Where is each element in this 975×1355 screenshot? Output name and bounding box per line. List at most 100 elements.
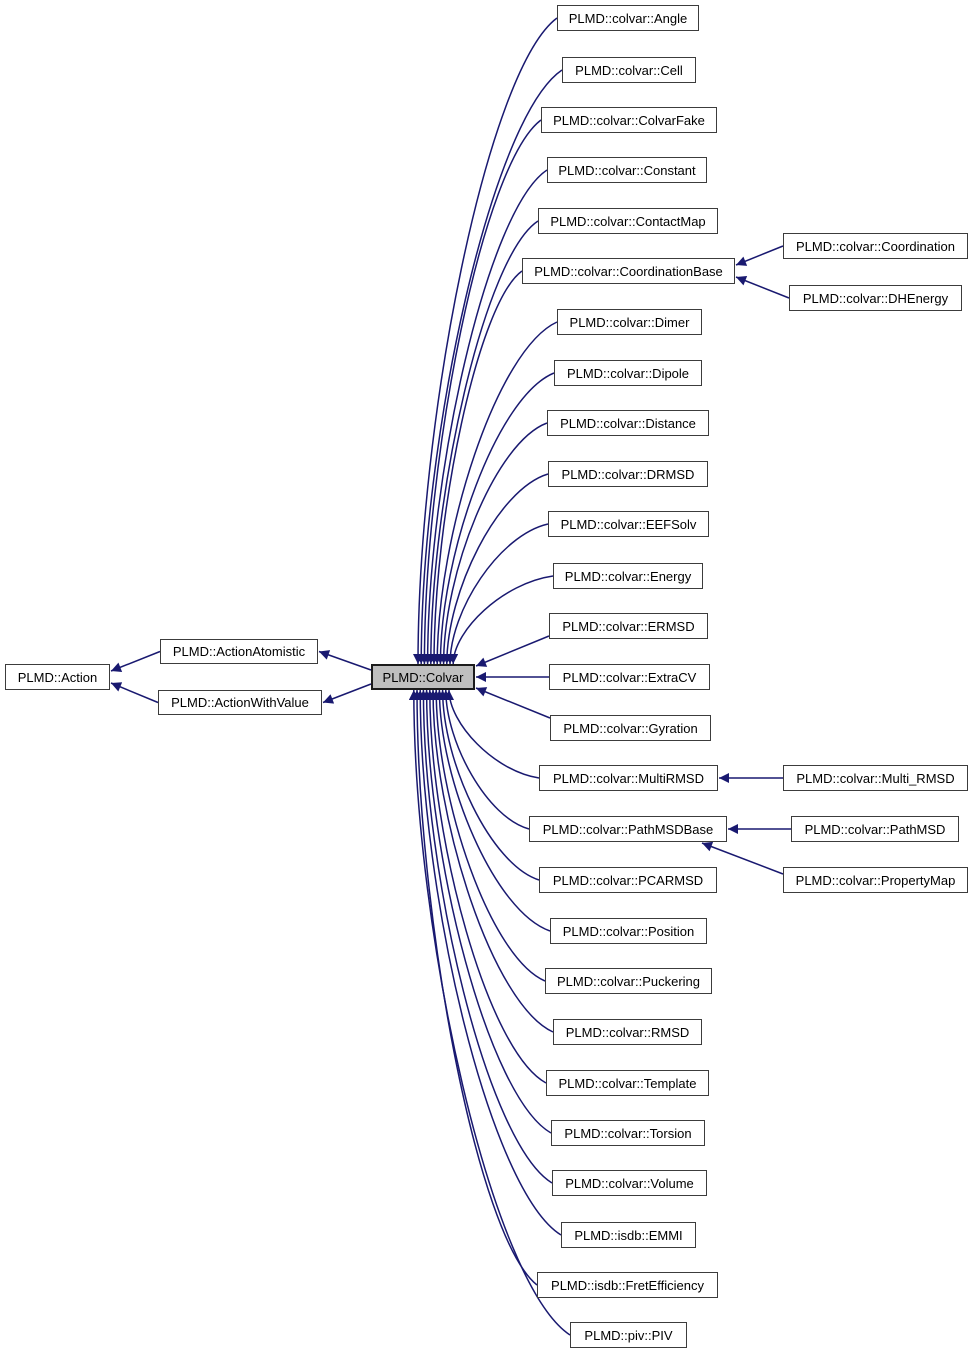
node-label-colvarfake: PLMD::colvar::ColvarFake [553, 112, 705, 128]
edge-puckering-to-colvar [431, 689, 546, 982]
edge-coordinationbase-to-colvar [429, 270, 523, 665]
node-label-constant: PLMD::colvar::Constant [558, 162, 696, 178]
node-actionwithvalue[interactable]: PLMD::ActionWithValue [158, 690, 322, 715]
edge-colvarfake-to-colvar [419, 119, 542, 665]
node-label-colvar: PLMD::Colvar [382, 669, 464, 685]
edge-multirmsd-to-colvar [444, 689, 540, 779]
node-label-drmsd: PLMD::colvar::DRMSD [561, 466, 695, 482]
node-emmi[interactable]: PLMD::isdb::EMMI [561, 1222, 696, 1248]
edge-energy-to-colvar [448, 575, 554, 665]
edge-torsion-to-colvar [421, 689, 552, 1134]
node-template[interactable]: PLMD::colvar::Template [546, 1070, 709, 1096]
edge-actionwithvalue-to-action [110, 682, 159, 704]
edge-dhenergy-to-coordinationbase [735, 276, 790, 299]
edge-drmsd-to-colvar [441, 473, 549, 665]
node-label-multi_rmsd: PLMD::colvar::Multi_RMSD [796, 770, 955, 786]
node-colvar: PLMD::Colvar [371, 664, 475, 690]
node-multi_rmsd[interactable]: PLMD::colvar::Multi_RMSD [783, 765, 968, 791]
node-coordinationbase[interactable]: PLMD::colvar::CoordinationBase [522, 258, 735, 284]
node-label-multirmsd: PLMD::colvar::MultiRMSD [553, 770, 704, 786]
node-label-dimer: PLMD::colvar::Dimer [569, 314, 690, 330]
node-drmsd[interactable]: PLMD::colvar::DRMSD [548, 461, 708, 487]
node-position[interactable]: PLMD::colvar::Position [550, 918, 707, 944]
node-angle[interactable]: PLMD::colvar::Angle [557, 5, 699, 31]
node-cell[interactable]: PLMD::colvar::Cell [562, 57, 696, 83]
edge-eefsolv-to-colvar [445, 523, 549, 665]
node-dipole[interactable]: PLMD::colvar::Dipole [554, 360, 702, 386]
edge-distance-to-colvar [438, 422, 548, 665]
node-label-piv: PLMD::piv::PIV [584, 1327, 673, 1343]
node-label-actionwithvalue: PLMD::ActionWithValue [171, 695, 309, 710]
edge-pathmsdbase-to-colvar [440, 689, 530, 830]
node-torsion[interactable]: PLMD::colvar::Torsion [551, 1120, 705, 1146]
node-volume[interactable]: PLMD::colvar::Volume [552, 1170, 707, 1196]
node-contactmap[interactable]: PLMD::colvar::ContactMap [538, 208, 718, 234]
edge-emmi-to-colvar [415, 689, 562, 1236]
node-colvarfake[interactable]: PLMD::colvar::ColvarFake [541, 107, 717, 133]
node-energy[interactable]: PLMD::colvar::Energy [553, 563, 703, 589]
node-rmsd[interactable]: PLMD::colvar::RMSD [553, 1019, 702, 1045]
node-label-propertymap: PLMD::colvar::PropertyMap [795, 872, 956, 888]
node-dhenergy[interactable]: PLMD::colvar::DHEnergy [789, 285, 962, 311]
node-label-distance: PLMD::colvar::Distance [560, 415, 696, 431]
node-label-coordinationbase: PLMD::colvar::CoordinationBase [534, 263, 723, 279]
edge-volume-to-colvar [418, 689, 553, 1184]
node-label-template: PLMD::colvar::Template [558, 1075, 697, 1091]
edge-gyration-to-colvar [475, 687, 551, 719]
edge-template-to-colvar [424, 689, 547, 1084]
edge-position-to-colvar [434, 689, 551, 932]
node-fretefficiency[interactable]: PLMD::isdb::FretEfficiency [537, 1272, 718, 1298]
node-label-action: PLMD::Action [17, 669, 98, 685]
edge-actionatomistic-to-action [110, 650, 161, 672]
node-action[interactable]: PLMD::Action [5, 664, 110, 690]
edge-colvar-to-actionatomistic [318, 650, 372, 671]
edge-coordination-to-coordinationbase [735, 245, 784, 266]
node-actionatomistic[interactable]: PLMD::ActionAtomistic [160, 639, 318, 664]
edge-fretefficiency-to-colvar [412, 689, 538, 1286]
edge-dimer-to-colvar [432, 321, 558, 665]
node-distance[interactable]: PLMD::colvar::Distance [547, 410, 709, 436]
node-label-dhenergy: PLMD::colvar::DHEnergy [802, 290, 949, 306]
node-label-angle: PLMD::colvar::Angle [568, 10, 688, 26]
edge-piv-to-colvar [408, 689, 571, 1336]
node-label-actionatomistic: PLMD::ActionAtomistic [172, 644, 306, 659]
edge-dipole-to-colvar [435, 372, 555, 665]
node-propertymap[interactable]: PLMD::colvar::PropertyMap [783, 867, 968, 893]
edge-rmsd-to-colvar [428, 689, 554, 1033]
node-label-ermsd: PLMD::colvar::ERMSD [562, 618, 695, 634]
node-label-rmsd: PLMD::colvar::RMSD [565, 1024, 690, 1040]
node-label-eefsolv: PLMD::colvar::EEFSolv [560, 516, 697, 532]
node-label-position: PLMD::colvar::Position [562, 923, 695, 939]
node-multirmsd[interactable]: PLMD::colvar::MultiRMSD [539, 765, 718, 791]
node-puckering[interactable]: PLMD::colvar::Puckering [545, 968, 712, 994]
edge-pcarmsd-to-colvar [437, 689, 540, 881]
node-eefsolv[interactable]: PLMD::colvar::EEFSolv [548, 511, 709, 537]
node-dimer[interactable]: PLMD::colvar::Dimer [557, 309, 702, 335]
node-constant[interactable]: PLMD::colvar::Constant [547, 157, 707, 183]
node-label-emmi: PLMD::isdb::EMMI [574, 1227, 683, 1243]
node-coordination[interactable]: PLMD::colvar::Coordination [783, 233, 968, 259]
node-pathmsd[interactable]: PLMD::colvar::PathMSD [791, 816, 959, 842]
node-label-cell: PLMD::colvar::Cell [575, 62, 683, 78]
edge-propertymap-to-pathmsdbase [701, 841, 784, 875]
node-piv[interactable]: PLMD::piv::PIV [570, 1322, 687, 1348]
edge-angle-to-colvar [413, 17, 558, 665]
node-label-coordination: PLMD::colvar::Coordination [796, 238, 955, 254]
node-label-extracv: PLMD::colvar::ExtraCV [562, 669, 697, 685]
node-label-energy: PLMD::colvar::Energy [564, 568, 692, 584]
node-label-pathmsd: PLMD::colvar::PathMSD [804, 821, 946, 837]
node-label-puckering: PLMD::colvar::Puckering [556, 973, 701, 989]
node-gyration[interactable]: PLMD::colvar::Gyration [550, 715, 711, 741]
edge-constant-to-colvar [422, 169, 548, 665]
node-pathmsdbase[interactable]: PLMD::colvar::PathMSDBase [529, 816, 727, 842]
node-label-pcarmsd: PLMD::colvar::PCARMSD [552, 872, 704, 888]
edge-ermsd-to-colvar [475, 635, 550, 667]
node-pcarmsd[interactable]: PLMD::colvar::PCARMSD [539, 867, 717, 893]
edge-cell-to-colvar [416, 69, 563, 665]
node-label-volume: PLMD::colvar::Volume [565, 1175, 694, 1191]
node-extracv[interactable]: PLMD::colvar::ExtraCV [549, 664, 710, 690]
node-ermsd[interactable]: PLMD::colvar::ERMSD [549, 613, 708, 639]
node-label-torsion: PLMD::colvar::Torsion [564, 1125, 692, 1141]
node-label-fretefficiency: PLMD::isdb::FretEfficiency [551, 1277, 704, 1293]
